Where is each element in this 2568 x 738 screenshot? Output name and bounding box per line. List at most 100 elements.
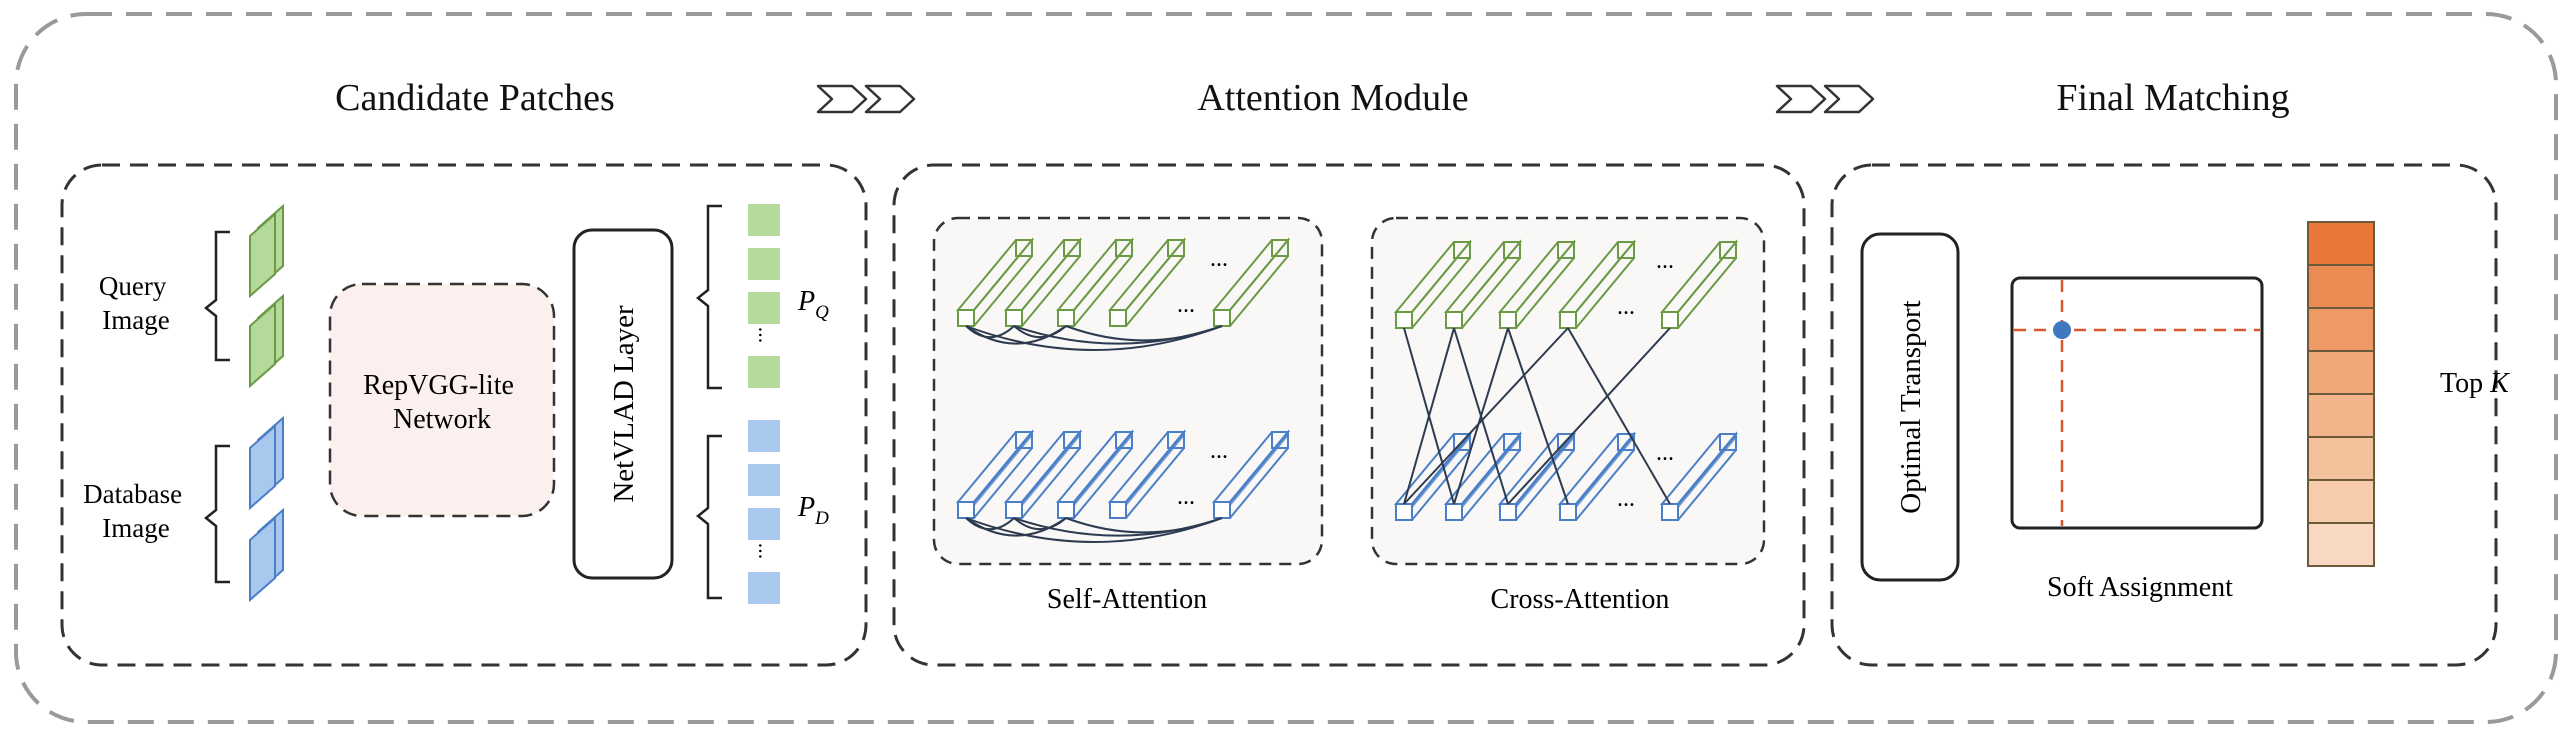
pq-square-3	[748, 292, 780, 324]
cross-database-ellipsis-2: ...	[1617, 486, 1635, 512]
pq-descriptors	[748, 204, 780, 388]
database-feature-map-2	[249, 507, 284, 603]
pq-square-2	[748, 248, 780, 280]
pd-bracket	[695, 434, 722, 600]
candidate-panel	[60, 163, 868, 667]
repvgg-label-line1: RepVGG-lite	[363, 370, 514, 401]
cross-query-ellipsis-2: ...	[1617, 294, 1635, 320]
top-k-word: Top	[2440, 368, 2490, 399]
pq-subscript: Q	[815, 302, 829, 323]
self-attention-panel	[932, 216, 1324, 566]
cross-database-token-2	[1443, 431, 1523, 521]
database-bracket	[203, 444, 230, 584]
pq-main: P	[797, 286, 815, 317]
self-query-ellipsis-1: ...	[1210, 246, 1228, 272]
self-database-ellipsis-1: ...	[1210, 438, 1228, 464]
pd-square-1	[748, 420, 780, 452]
database-label-line2: Image	[102, 513, 169, 543]
attention-panel	[892, 163, 1806, 667]
self-query-token-5	[1211, 237, 1291, 327]
title-attention-module: Attention Module	[1197, 77, 1468, 119]
database-feature-map-1	[249, 415, 284, 511]
self-query-ellipsis-2: ...	[1177, 292, 1195, 318]
top-k-variable: K	[2489, 368, 2510, 399]
self-arc-database-3	[965, 517, 1223, 543]
top-k-cell-4	[2307, 350, 2375, 395]
cross-link-8	[1507, 327, 1671, 505]
self-database-token-2	[1003, 429, 1083, 519]
pq-ellipsis: ...	[754, 327, 779, 344]
optimal-transport-box	[1860, 232, 1960, 582]
cross-database-ellipsis-1: ...	[1656, 440, 1674, 466]
query-feature-map-1	[249, 203, 284, 299]
cross-attention-panel	[1370, 216, 1766, 566]
database-image-label: Database Image	[83, 479, 189, 543]
cross-attention-label: Cross-Attention	[1491, 584, 1670, 615]
cross-query-token-3	[1497, 239, 1577, 329]
title-candidate-patches: Candidate Patches	[335, 77, 615, 119]
query-label-line2: Image	[102, 305, 169, 335]
soft-assignment-label: Soft Assignment	[2047, 572, 2233, 603]
database-feature-maps	[249, 415, 284, 603]
self-attention-label: Self-Attention	[1047, 584, 1207, 615]
self-database-ellipsis-2: ...	[1177, 484, 1195, 510]
soft-assignment-matrix	[2010, 276, 2264, 530]
cross-query-token-4	[1557, 239, 1637, 329]
pd-label: PD	[797, 492, 829, 529]
top-k-cell-6	[2307, 436, 2375, 481]
cross-link-5	[1507, 327, 1569, 505]
self-database-token-4	[1107, 429, 1187, 519]
netvlad-layer-box	[572, 228, 674, 580]
outer-frame	[14, 12, 2558, 724]
self-arc-query-3	[965, 325, 1223, 351]
cross-database-token-5	[1659, 431, 1739, 521]
top-k-cell-1	[2307, 221, 2375, 266]
cross-link-2	[1403, 327, 1455, 505]
cross-link-7	[1567, 327, 1671, 505]
pq-square-1	[748, 204, 780, 236]
query-label-line1: Query	[99, 271, 167, 301]
query-bracket	[203, 230, 230, 362]
top-k-label: Top K	[2440, 368, 2510, 399]
self-query-row: ......	[955, 237, 1291, 327]
self-database-token-1	[955, 429, 1035, 519]
pd-square-4	[748, 572, 780, 604]
repvgg-label-line2: Network	[393, 404, 491, 435]
top-k-cell-2	[2307, 264, 2375, 309]
pd-descriptors	[748, 420, 780, 604]
query-feature-maps	[249, 203, 284, 389]
cross-query-row: ......	[1393, 239, 1739, 329]
netvlad-layer-label: NetVLAD Layer	[608, 305, 640, 503]
final-matching-panel	[1830, 163, 2498, 667]
cross-query-token-1	[1393, 239, 1473, 329]
self-arc-query-6	[1065, 325, 1223, 342]
title-final-matching: Final Matching	[2056, 77, 2289, 119]
cross-attention-graphic: ............	[1393, 239, 1739, 521]
self-arc-query-4	[1013, 325, 1067, 339]
pq-label: PQ	[797, 286, 829, 323]
cross-attention-links	[1403, 327, 1671, 505]
pd-subscript: D	[814, 508, 829, 529]
self-database-token-3	[1055, 429, 1135, 519]
self-database-token-5	[1211, 429, 1291, 519]
self-attention-graphic: ............	[955, 237, 1291, 543]
repvgg-network-label: RepVGG-lite Network	[363, 370, 521, 435]
query-feature-map-2	[249, 293, 284, 389]
database-label-line1: Database	[83, 479, 182, 509]
pq-square-4	[748, 356, 780, 388]
self-arc-database-6	[1065, 517, 1223, 534]
pd-square-2	[748, 464, 780, 496]
top-k-cell-8	[2307, 522, 2375, 567]
pd-main: P	[797, 492, 815, 523]
self-arc-database-4	[1013, 517, 1067, 531]
pq-bracket	[695, 204, 722, 390]
top-k-stack	[2307, 221, 2375, 567]
self-query-token-1	[955, 237, 1035, 327]
chevron-icon-1	[816, 84, 916, 114]
top-k-cell-7	[2307, 479, 2375, 524]
self-database-row: ......	[955, 429, 1291, 519]
top-k-cell-5	[2307, 393, 2375, 438]
cross-link-4	[1453, 327, 1509, 505]
chevron-icon-2	[1775, 84, 1875, 114]
